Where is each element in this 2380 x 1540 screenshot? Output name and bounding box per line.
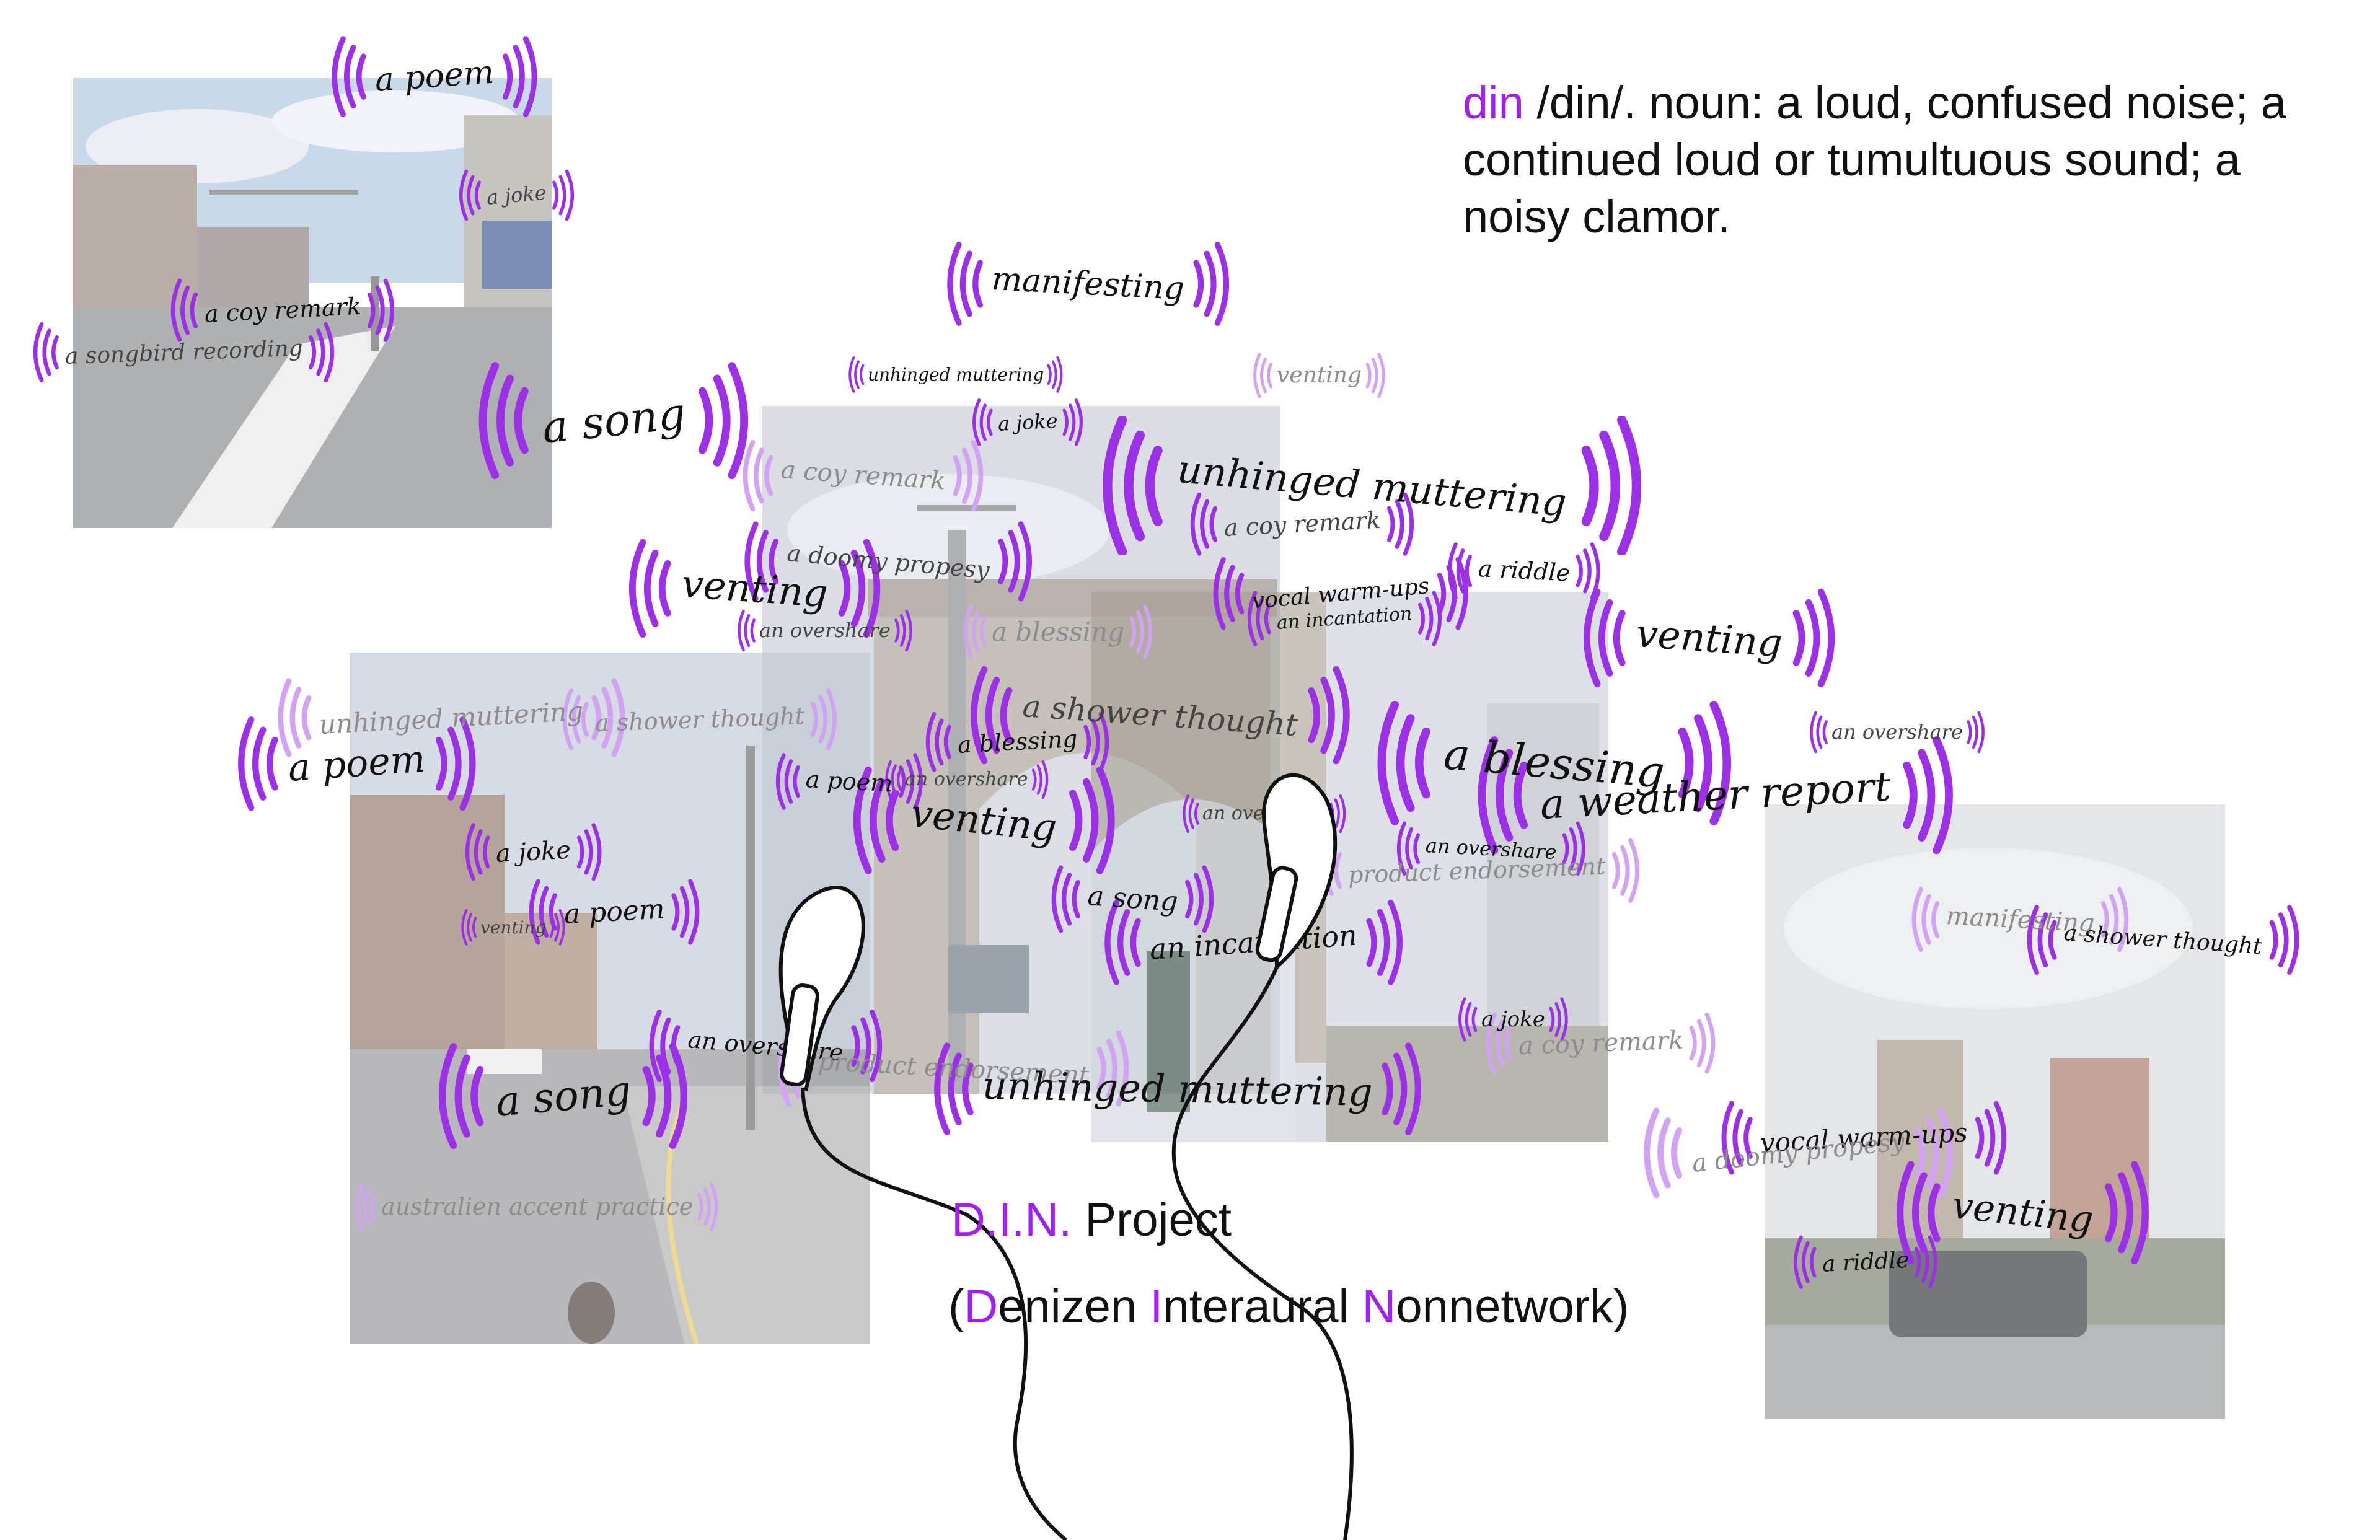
photo-intersection — [350, 653, 870, 1344]
label-a-poem: a poem — [804, 765, 894, 798]
definition-line-3: noisy clamor. — [1463, 191, 1730, 242]
label-venting: venting — [1277, 363, 1362, 388]
title-dot-3: . — [1059, 1194, 1072, 1246]
definition-rest: /din/. noun: a loud, confused noise; a — [1523, 77, 2286, 128]
title-letter-d: D — [951, 1194, 985, 1246]
label-an-overshare: an overshare — [905, 768, 1028, 790]
label-a-song: a song — [539, 387, 688, 454]
definition-line-1: din /din/. noun: a loud, confused noise;… — [1463, 74, 2330, 131]
label-australien-accent-practice: australien accent practice — [381, 1193, 694, 1220]
label-a-joke: a joke — [495, 835, 572, 868]
label-a-joke: a joke — [997, 408, 1059, 436]
label-a-blessing: a blessing — [992, 617, 1125, 647]
title-dot-1: . — [985, 1194, 999, 1246]
definition-word: din — [1463, 77, 1524, 128]
photo-parkway — [1765, 804, 2225, 1419]
title-rest: Project — [1072, 1194, 1232, 1246]
label-an-overshare: an overshare — [1202, 803, 1326, 824]
project-title: D.I.N. Project — [951, 1193, 1232, 1247]
sub-enizen: enizen — [998, 1280, 1150, 1333]
din-definition: din /din/. noun: a loud, confused noise;… — [1463, 74, 2330, 245]
sub-nteraural: nteraural — [1163, 1280, 1362, 1333]
definition-line-2: continued loud or tumultuous sound; a — [1463, 134, 2241, 185]
label-an-overshare: an overshare — [1831, 720, 1963, 744]
label-a-song: a song — [1086, 880, 1179, 918]
title-letter-i: I — [998, 1194, 1012, 1246]
project-subtitle: (Denizen Interaural Nonnetwork) — [948, 1280, 1629, 1334]
label-an-overshare: an overshare — [759, 618, 891, 642]
label-a-poem: a poem — [563, 893, 666, 930]
label-venting: venting — [480, 917, 547, 938]
label-a-joke: a joke — [1481, 1007, 1545, 1032]
sub-open: ( — [948, 1280, 964, 1333]
sub-onnetwork: onnetwork) — [1396, 1280, 1629, 1333]
label-venting: venting — [680, 561, 829, 617]
label-unhinged-muttering: unhinged muttering — [982, 1063, 1373, 1115]
title-dot-2: . — [1011, 1194, 1025, 1246]
sub-letter-i: I — [1150, 1280, 1163, 1333]
sub-letter-d: D — [964, 1280, 998, 1333]
label-a-riddle: a riddle — [1477, 555, 1571, 587]
label-a-coy-remark: a coy remark — [1518, 1026, 1684, 1060]
label-venting: venting — [1634, 610, 1784, 666]
label-unhinged-muttering: unhinged muttering — [868, 364, 1044, 385]
title-letter-n: N — [1025, 1194, 1059, 1246]
sub-letter-n: N — [1362, 1280, 1396, 1333]
label-a-riddle: a riddle — [1821, 1247, 1910, 1277]
label-manifesting: manifesting — [990, 260, 1186, 308]
